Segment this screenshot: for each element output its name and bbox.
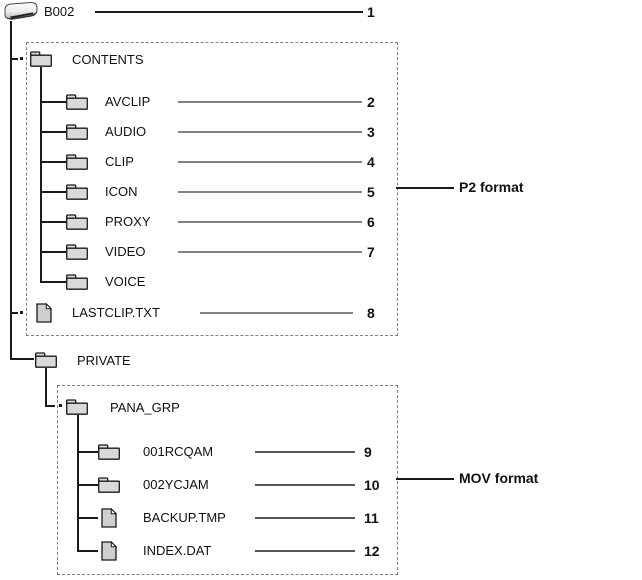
connector-dot	[20, 311, 23, 314]
ref-number: 9	[364, 444, 372, 460]
folder-label-icon: ICON	[105, 184, 138, 199]
connector-dot	[20, 57, 23, 60]
folder-label-video: VIDEO	[105, 244, 146, 259]
folder-icon	[66, 214, 88, 230]
connector-line	[40, 221, 66, 223]
folder-label-001rcqam: 001RCQAM	[143, 444, 214, 459]
connector-line	[77, 517, 98, 519]
folder-label-contents: CONTENTS	[72, 52, 144, 67]
connector-line	[40, 161, 66, 163]
connector-line	[77, 484, 98, 486]
tree-branch-line	[77, 415, 79, 552]
ref-number: 11	[364, 510, 379, 526]
connector-line	[40, 251, 66, 253]
ref-number: 12	[364, 543, 380, 559]
mov-format-label: MOV format	[459, 470, 539, 486]
root-label: B002	[44, 4, 75, 19]
folder-icon	[30, 51, 52, 67]
folder-icon	[66, 184, 88, 200]
file-label-backup: BACKUP.TMP	[143, 510, 226, 525]
leader-line	[255, 550, 355, 552]
connector-line	[10, 358, 34, 360]
leader-line	[200, 312, 353, 314]
ref-number: 3	[367, 124, 375, 140]
connector-line	[40, 101, 66, 103]
p2-format-box	[26, 42, 398, 336]
ref-number: 8	[367, 305, 375, 321]
leader-line	[178, 131, 362, 133]
leader-line-root	[95, 11, 363, 13]
folder-label-voice: VOICE	[105, 274, 146, 289]
folder-icon	[66, 154, 88, 170]
folder-label-audio: AUDIO	[105, 124, 147, 139]
storage-card-icon	[2, 1, 40, 22]
folder-icon	[35, 352, 57, 368]
leader-line	[178, 251, 362, 253]
tree-trunk-line	[10, 21, 12, 360]
file-label-lastclip: LASTCLIP.TXT	[72, 305, 160, 320]
folder-label-002ycjam: 002YCJAM	[143, 477, 209, 492]
p2-format-label: P2 format	[459, 179, 524, 195]
connector-line	[77, 451, 98, 453]
folder-label-proxy: PROXY	[105, 214, 151, 229]
folder-icon	[66, 244, 88, 260]
folder-icon	[66, 399, 88, 415]
folder-label-clip: CLIP	[105, 154, 134, 169]
file-icon	[101, 540, 118, 561]
leader-line	[178, 101, 362, 103]
leader-line	[255, 484, 355, 486]
connector-line	[40, 131, 66, 133]
connector-line	[77, 550, 98, 552]
connector-line	[10, 312, 18, 314]
ref-number: 7	[367, 244, 375, 260]
leader-line	[178, 221, 362, 223]
folder-icon	[66, 124, 88, 140]
ref-number: 6	[367, 214, 375, 230]
leader-line	[178, 191, 362, 193]
file-label-index: INDEX.DAT	[143, 543, 212, 558]
folder-icon	[66, 274, 88, 290]
tree-branch-line	[40, 67, 42, 283]
annotation-line-mov	[396, 478, 454, 480]
file-icon	[101, 507, 118, 528]
folder-label-private: PRIVATE	[77, 353, 131, 368]
folder-label-pana-grp: PANA_GRP	[110, 400, 180, 415]
mov-format-box	[57, 385, 398, 575]
leader-line	[178, 161, 362, 163]
ref-number: 2	[367, 94, 375, 110]
connector-line	[40, 281, 66, 283]
connector-line	[40, 191, 66, 193]
ref-number: 10	[364, 477, 380, 493]
connector-dot	[59, 404, 62, 407]
tree-branch-line	[45, 368, 47, 406]
folder-icon	[66, 94, 88, 110]
annotation-line-p2	[396, 187, 454, 189]
ref-number: 4	[367, 154, 375, 170]
connector-line	[10, 58, 18, 60]
folder-icon	[98, 477, 120, 493]
ref-number-root: 1	[367, 4, 375, 20]
leader-line	[255, 451, 355, 453]
folder-label-avclip: AVCLIP	[105, 94, 151, 109]
folder-icon	[98, 444, 120, 460]
ref-number: 5	[367, 184, 375, 200]
file-icon	[36, 302, 53, 323]
leader-line	[255, 517, 355, 519]
connector-line	[45, 405, 55, 407]
